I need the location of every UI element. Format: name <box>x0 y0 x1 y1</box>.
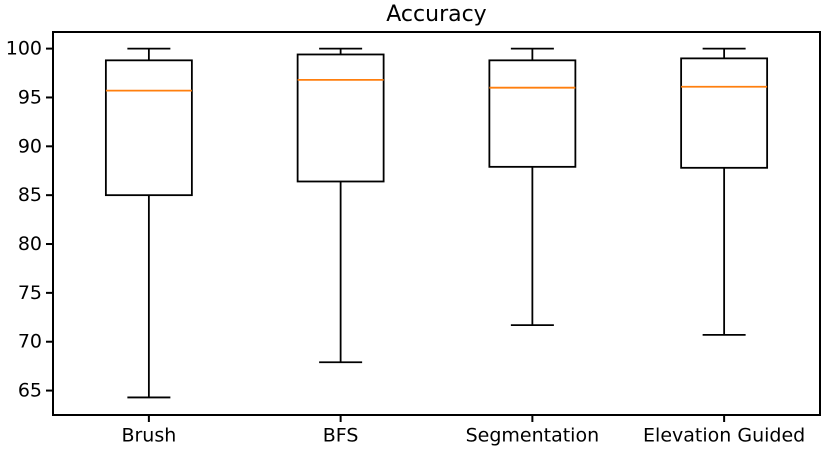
iqr-box <box>680 57 769 169</box>
chart-title: Accuracy <box>386 2 487 27</box>
iqr-box <box>296 53 385 183</box>
y-tick-label: 75 <box>18 282 42 304</box>
y-tick-label: 95 <box>18 86 42 108</box>
y-tick-label: 90 <box>18 135 42 157</box>
y-tick-label: 100 <box>6 38 42 60</box>
iqr-box <box>104 59 193 197</box>
y-tick-label: 80 <box>18 233 42 255</box>
x-tick-label: Elevation Guided <box>643 425 805 447</box>
iqr-box <box>488 59 577 168</box>
y-tick-label: 70 <box>18 331 42 353</box>
y-tick-label: 65 <box>18 380 42 402</box>
x-tick-label: Segmentation <box>466 425 600 447</box>
x-tick-label: BFS <box>323 425 359 447</box>
plot-frame <box>52 31 821 416</box>
x-tick-label: Brush <box>121 425 176 447</box>
y-tick-label: 85 <box>18 184 42 206</box>
